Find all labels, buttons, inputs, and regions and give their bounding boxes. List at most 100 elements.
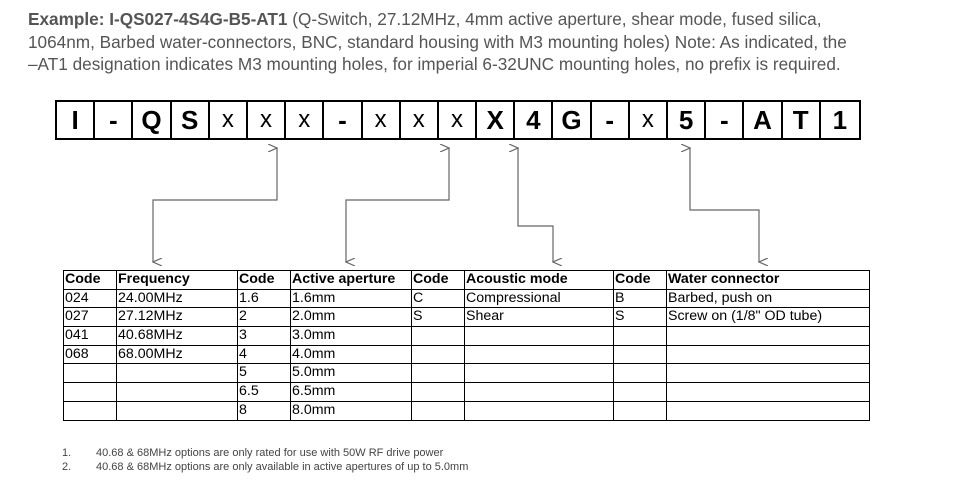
water-value-cell: Screw on (1/8" OD tube) [666, 307, 870, 328]
acoustic-code-header: Code [411, 270, 465, 290]
footnote-text: 40.68 & 68MHz options are only available… [96, 461, 469, 473]
acoustic-mode-arrow [518, 148, 553, 262]
frequency-header: Frequency [116, 270, 238, 290]
aperture-value-cell: 8.0mm [290, 400, 412, 421]
water-code-cell [613, 363, 667, 384]
aperture-code-cell: 8 [237, 400, 291, 421]
frequency-value-cell: 40.68MHz [116, 326, 238, 346]
footnote-2: 2. 40.68 & 68MHz options are only availab… [62, 460, 468, 474]
aperture-value-cell: 2.0mm [290, 307, 412, 328]
water-code-cell [613, 344, 667, 365]
aperture-code-cell: 5 [237, 363, 291, 384]
code-cell: x [286, 102, 325, 138]
aperture-arrow [346, 148, 449, 262]
footnotes: 1.40.68 & 68MHz options are only rated f… [62, 446, 468, 474]
aperture-code-cell: 2 [237, 307, 291, 328]
water-code-cell [613, 326, 667, 346]
footnote-number: 1. [62, 447, 72, 459]
frequency-code-cell [63, 382, 117, 402]
code-cell: x [401, 102, 439, 138]
footnote-number: 2. [62, 461, 72, 473]
frequency-arrow [153, 148, 277, 262]
water-connector-arrow [690, 148, 759, 262]
example-part-number: Example: I-QS027-4S4G-B5-AT1 [28, 9, 288, 29]
acoustic-value-cell [464, 400, 614, 421]
water-code-cell: B [613, 288, 667, 309]
acoustic-value-cell [464, 344, 614, 365]
acoustic-value-cell [464, 382, 614, 402]
aperture-header: Active aperture [290, 270, 412, 290]
water-code-header: Code [613, 270, 667, 290]
code-cell: - [706, 102, 745, 138]
frequency-value-cell [116, 382, 238, 402]
code-cell: x [248, 102, 287, 138]
acoustic-value-cell: Shear [464, 307, 614, 328]
code-cell: I [57, 102, 96, 138]
code-cell: x [210, 102, 248, 138]
frequency-value-cell: 24.00MHz [116, 288, 238, 309]
water-code-cell [613, 382, 667, 402]
acoustic-code-cell [411, 344, 465, 365]
acoustic-mode-header: Acoustic mode [464, 270, 614, 290]
acoustic-code-cell [411, 382, 465, 402]
frequency-code-cell: 024 [63, 288, 117, 309]
acoustic-code-cell: C [411, 288, 465, 309]
water-code-cell: S [613, 307, 667, 328]
code-cell: x [363, 102, 401, 138]
aperture-value-cell: 6.5mm [290, 382, 412, 402]
frequency-value-cell: 27.12MHz [116, 307, 238, 328]
acoustic-code-cell: S [411, 307, 465, 328]
aperture-value-cell: 4.0mm [290, 344, 412, 365]
frequency-code-cell [63, 400, 117, 421]
code-cell: x [630, 102, 668, 138]
water-connector-header: Water connector [666, 270, 870, 290]
example-description: Example: I-QS027-4S4G-B5-AT1 (Q-Switch, … [28, 8, 948, 76]
acoustic-code-cell [411, 326, 465, 346]
code-cell: T [783, 102, 821, 138]
table-header-row: Code Frequency Code Active aperture Code… [63, 270, 870, 290]
aperture-value-cell: 1.6mm [290, 288, 412, 309]
code-cell: Q [133, 102, 172, 138]
frequency-value-cell [116, 363, 238, 384]
water-value-cell [666, 400, 870, 421]
acoustic-value-cell [464, 363, 614, 384]
water-value-cell [666, 326, 870, 346]
water-value-cell: Barbed, push on [666, 288, 870, 309]
code-cell: S [172, 102, 210, 138]
code-cell: A [744, 102, 783, 138]
aperture-value-cell: 5.0mm [290, 363, 412, 384]
acoustic-value-cell [464, 326, 614, 346]
frequency-code-header: Code [63, 270, 117, 290]
frequency-code-cell: 027 [63, 307, 117, 328]
example-description-line3: –AT1 designation indicates M3 mounting h… [28, 54, 841, 74]
code-cell: - [324, 102, 363, 138]
code-cell: 4 [515, 102, 554, 138]
acoustic-code-cell [411, 400, 465, 421]
acoustic-code-cell [411, 363, 465, 384]
aperture-code-cell: 4 [237, 344, 291, 365]
water-value-cell [666, 382, 870, 402]
footnote-1: 1.40.68 & 68MHz options are only rated f… [62, 446, 468, 460]
frequency-code-cell [63, 363, 117, 384]
frequency-code-cell: 041 [63, 326, 117, 346]
aperture-code-cell: 1.6 [237, 288, 291, 309]
code-cell: 1 [832, 104, 848, 135]
water-value-cell [666, 344, 870, 365]
aperture-code-cell: 3 [237, 326, 291, 346]
water-value-cell [666, 363, 870, 384]
code-cell: - [592, 102, 630, 138]
acoustic-value-cell: Compressional [464, 288, 614, 309]
code-cell: X [477, 102, 516, 138]
frequency-value-cell [116, 400, 238, 421]
aperture-value-cell: 3.0mm [290, 326, 412, 346]
frequency-value-cell: 68.00MHz [116, 344, 238, 365]
